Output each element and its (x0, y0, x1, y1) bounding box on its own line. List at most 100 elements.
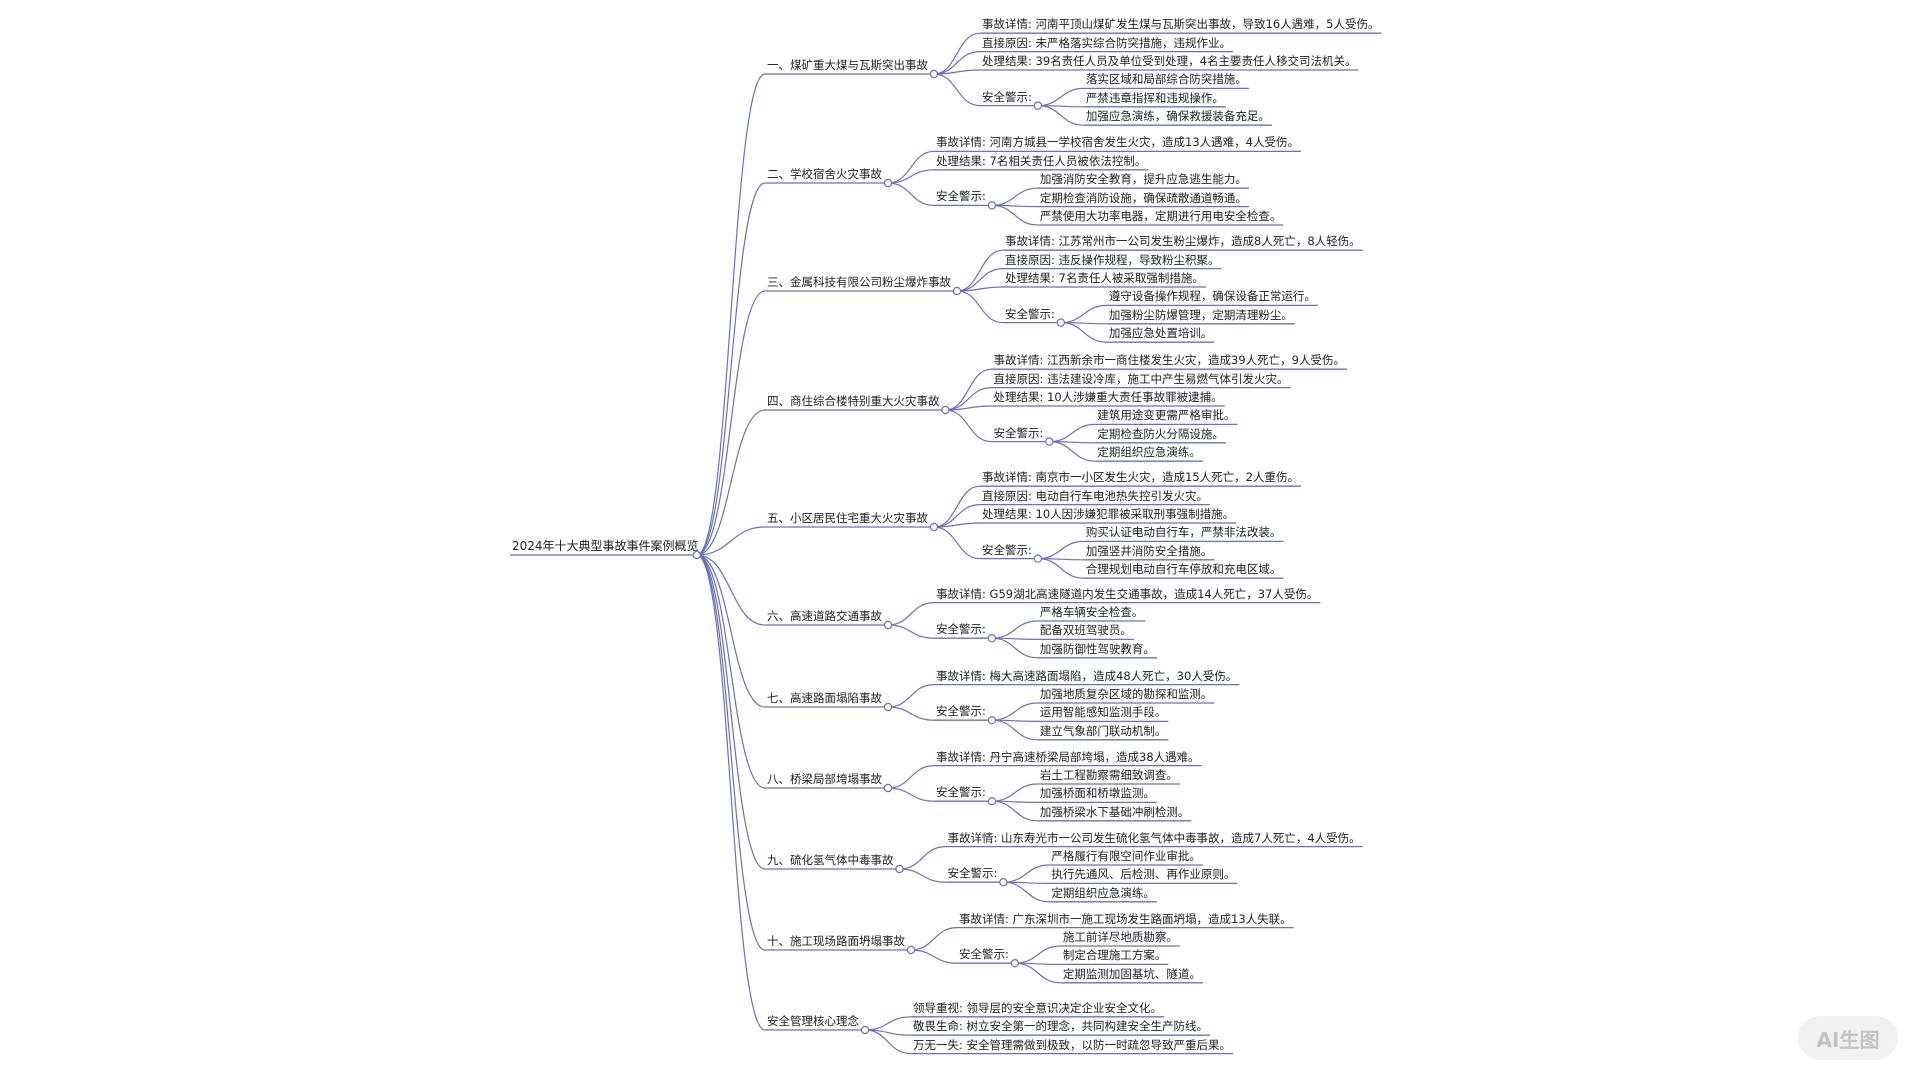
warning-collapse-toggle[interactable] (987, 201, 997, 210)
warning-collapse-toggle[interactable] (1056, 318, 1066, 327)
warning-item[interactable]: 定期检查消防设施，确保疏散通道畅通。 (1039, 190, 1247, 205)
branch-collapse-toggle-1[interactable] (929, 69, 939, 79)
warning-item[interactable]: 定期组织应急演练。 (1097, 445, 1201, 460)
leaf-connector (1014, 945, 1061, 964)
warning-item[interactable]: 加强防御性驾驶教育。 (1039, 641, 1155, 656)
warning-item[interactable]: 定期检查防火分隔设施。 (1097, 426, 1224, 441)
root-collapse-toggle[interactable] (692, 550, 701, 560)
warning-item[interactable]: 遵守设备操作规程，确保设备正常运行。 (1108, 289, 1316, 304)
child-node[interactable]: 敬畏生命: 树立安全第一的理念，共同构建安全生产防线。 (913, 1019, 1209, 1034)
warning-node[interactable]: 安全警示: (982, 542, 1032, 557)
child-node[interactable]: 处理结果: 10人涉嫌重大责任事故罪被逮捕。 (993, 390, 1223, 404)
warning-node[interactable]: 安全警示: (1005, 306, 1055, 321)
warning-item[interactable]: 岩土工程勘察需细致调查。 (1039, 768, 1178, 782)
warning-item[interactable]: 建立气象部门联动机制。 (1039, 723, 1167, 738)
branch-node-5[interactable]: 五、小区居民住宅重大火灾事故 (767, 511, 928, 525)
warning-item[interactable]: 建筑用途变更需严格审批。 (1097, 408, 1236, 423)
child-node[interactable]: 事故详情: 河南方城县一学校宿舍发生火灾，造成13人遇难，4人受伤。 (936, 135, 1299, 150)
child-node[interactable]: 直接原因: 电动自行车电池热失控引发火灾。 (982, 488, 1209, 503)
warning-collapse-toggle[interactable] (1010, 959, 1020, 968)
warning-collapse-toggle[interactable] (1033, 101, 1043, 110)
warning-item[interactable]: 严禁违章指挥和违规操作。 (1085, 90, 1224, 105)
branch-node-6[interactable]: 六、高速道路交通事故 (767, 609, 882, 623)
warning-collapse-toggle[interactable] (999, 878, 1008, 887)
branch-collapse-toggle-6[interactable] (883, 620, 893, 630)
branch-collapse-toggle-2[interactable] (883, 178, 893, 188)
warning-item[interactable]: 运用智能感知监测手段。 (1039, 705, 1167, 720)
child-node[interactable]: 处理结果: 39名责任人员及单位受到处理，4名主要责任人移交司法机关。 (982, 54, 1357, 68)
warning-item[interactable]: 加强竖井消防安全措施。 (1085, 543, 1213, 558)
child-node[interactable]: 事故详情: 丹宁高速桥梁局部垮塌，造成38人遇难。 (936, 749, 1200, 764)
warning-item[interactable]: 加强粉尘防爆管理，定期清理粉尘。 (1108, 307, 1293, 322)
warning-item[interactable]: 加强应急演练，确保救援装备充足。 (1085, 109, 1270, 124)
warning-item[interactable]: 严禁使用大功率电器，定期进行用电安全检查。 (1039, 209, 1282, 223)
child-node[interactable]: 事故详情: 江西新余市一商住楼发生火灾，造成39人死亡，9人受伤。 (993, 353, 1345, 368)
branch-node-1[interactable]: 一、煤矿重大煤与瓦斯突出事故 (767, 58, 928, 72)
warning-item[interactable]: 加强应急处置培训。 (1108, 326, 1213, 341)
child-node[interactable]: 事故详情: 南京市一小区发生火灾，造成15人死亡，2人重伤。 (982, 470, 1299, 485)
warning-node[interactable]: 安全警示: (982, 89, 1032, 104)
warning-node[interactable]: 安全警示: (993, 425, 1044, 440)
warning-node[interactable]: 安全警示: (936, 189, 986, 204)
branch-collapse-toggle-10[interactable] (906, 945, 916, 955)
warning-item[interactable]: 制定合理施工方案。 (1062, 948, 1167, 963)
child-node[interactable]: 事故详情: 山东寿光市一公司发生硫化氢气体中毒事故，造成7人死亡，4人受伤。 (947, 830, 1361, 845)
branch-collapse-toggle-5[interactable] (929, 522, 939, 532)
warning-item[interactable]: 执行先通风、后检测、再作业原则。 (1051, 867, 1236, 882)
warning-item[interactable]: 合理规划电动自行车停放和充电区域。 (1085, 562, 1282, 577)
branch-node-7[interactable]: 七、高速路面塌陷事故 (767, 691, 882, 705)
warning-collapse-toggle[interactable] (987, 716, 997, 725)
child-node[interactable]: 事故详情: G59湖北高速隧道内发生交通事故，造成14人死亡，37人受伤。 (936, 586, 1319, 601)
child-node[interactable]: 直接原因: 违法建设冷库，施工中产生易燃气体引发火灾。 (993, 371, 1289, 386)
warning-collapse-toggle[interactable] (987, 634, 997, 643)
warning-node[interactable]: 安全警示: (936, 704, 986, 719)
warning-collapse-toggle[interactable] (987, 797, 997, 806)
root-node[interactable]: 2024年十大典型事故事件案例概览 (512, 539, 699, 553)
warning-item[interactable]: 加强消防安全教育，提升应急逃生能力。 (1039, 172, 1247, 187)
warning-item[interactable]: 严格车辆安全检查。 (1039, 605, 1144, 619)
child-node[interactable]: 领导重视: 领导层的安全意识决定企业安全文化。 (913, 1000, 1163, 1015)
branch-collapse-toggle-9[interactable] (895, 864, 904, 874)
warning-node[interactable]: 安全警示: (936, 622, 986, 637)
child-connector (933, 526, 981, 560)
branch-node-11[interactable]: 安全管理核心理念 (767, 1014, 859, 1028)
warning-item[interactable]: 配备双班驾驶员。 (1039, 623, 1132, 638)
child-node[interactable]: 事故详情: 广东深圳市一施工现场发生路面坍塌，造成13人失联。 (959, 911, 1292, 926)
warning-item[interactable]: 定期组织应急演练。 (1051, 885, 1155, 900)
branch-node-10[interactable]: 十、施工现场路面坍塌事故 (767, 934, 905, 948)
warning-item[interactable]: 加强桥面和桥墩监测。 (1039, 786, 1155, 801)
warning-item[interactable]: 定期监测加固基坑、隧道。 (1062, 966, 1201, 981)
branch-node-9[interactable]: 九、硫化氢气体中毒事故 (767, 853, 894, 867)
warning-node[interactable]: 安全警示: (936, 785, 986, 800)
ai-generate-badge[interactable]: AI生图 (1798, 1016, 1898, 1060)
warning-item[interactable]: 加强桥梁水下基础冲刷检测。 (1039, 804, 1190, 819)
child-node[interactable]: 万无一失: 安全管理需做到极致，以防一时疏忽导致严重后果。 (913, 1037, 1232, 1052)
child-node[interactable]: 事故详情: 梅大高速路面塌陷，造成48人死亡，30人受伤。 (936, 668, 1238, 683)
child-node[interactable]: 处理结果: 10人因涉嫌犯罪被采取刑事强制措施。 (982, 507, 1235, 521)
warning-item[interactable]: 加强地质复杂区域的勘探和监测。 (1039, 687, 1213, 701)
warning-item[interactable]: 购买认证电动自行车，严禁非法改装。 (1085, 525, 1282, 540)
child-node[interactable]: 处理结果: 7名责任人被采取强制措施。 (1005, 271, 1204, 285)
child-node[interactable]: 直接原因: 未严格落实综合防突措施，违规作业。 (982, 35, 1232, 50)
branch-collapse-toggle-3[interactable] (952, 286, 962, 296)
warning-item[interactable]: 落实区域和局部综合防突措施。 (1085, 72, 1247, 87)
warning-item[interactable]: 严格履行有限空间作业审批。 (1051, 849, 1201, 863)
child-connector (887, 787, 935, 802)
branch-node-4[interactable]: 四、商住综合楼特别重大火灾事故 (767, 394, 940, 408)
child-node[interactable]: 直接原因: 违反操作规程，导致粉尘积聚。 (1005, 252, 1220, 267)
warning-item[interactable]: 施工前详尽地质勘察。 (1062, 930, 1178, 944)
branch-node-8[interactable]: 八、桥梁局部垮塌事故 (767, 772, 882, 786)
warning-collapse-toggle[interactable] (1045, 437, 1054, 446)
branch-node-3[interactable]: 三、金属科技有限公司粉尘爆炸事故 (767, 275, 951, 289)
branch-collapse-toggle-11[interactable] (860, 1025, 870, 1035)
branch-collapse-toggle-8[interactable] (883, 783, 893, 793)
warning-node[interactable]: 安全警示: (959, 947, 1009, 962)
branch-collapse-toggle-7[interactable] (883, 702, 893, 712)
branch-node-2[interactable]: 二、学校宿舍火灾事故 (767, 167, 882, 181)
warning-node[interactable]: 安全警示: (947, 866, 998, 881)
child-node[interactable]: 事故详情: 江苏常州市一公司发生粉尘爆炸，造成8人死亡，8人轻伤。 (1005, 234, 1361, 249)
warning-collapse-toggle[interactable] (1033, 554, 1043, 563)
child-node[interactable]: 事故详情: 河南平顶山煤矿发生煤与瓦斯突出事故，导致16人遇难，5人受伤。 (982, 17, 1380, 32)
child-node[interactable]: 处理结果: 7名相关责任人员被依法控制。 (936, 153, 1147, 168)
branch-collapse-toggle-4[interactable] (941, 405, 950, 415)
